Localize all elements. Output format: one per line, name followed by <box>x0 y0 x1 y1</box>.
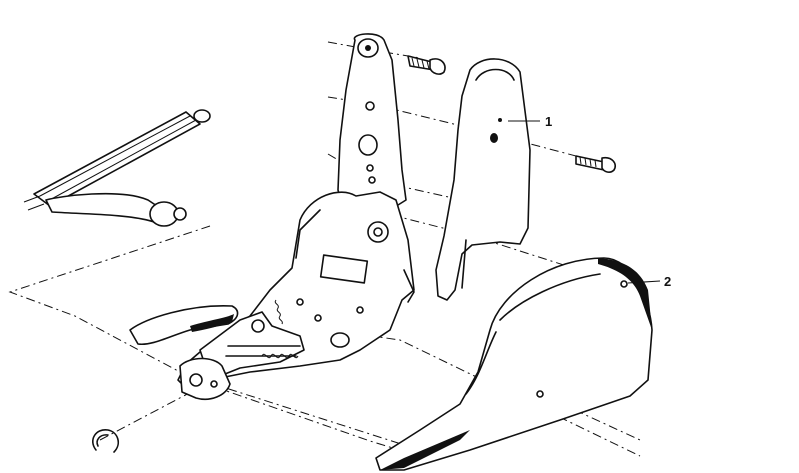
callout-label-2: 2 <box>664 274 671 289</box>
circlip-ring <box>92 429 120 453</box>
callout-leaders <box>508 120 661 284</box>
callout-label-1: 1 <box>545 114 552 129</box>
lower-pivot-bracket <box>179 357 231 400</box>
bolt-upper <box>407 55 446 75</box>
hinge-upright-plate <box>337 33 407 216</box>
bolt-middle <box>575 155 617 173</box>
seat-side-cover <box>375 257 653 471</box>
connecting-rod <box>23 109 211 227</box>
backrest-bracket <box>435 58 531 301</box>
